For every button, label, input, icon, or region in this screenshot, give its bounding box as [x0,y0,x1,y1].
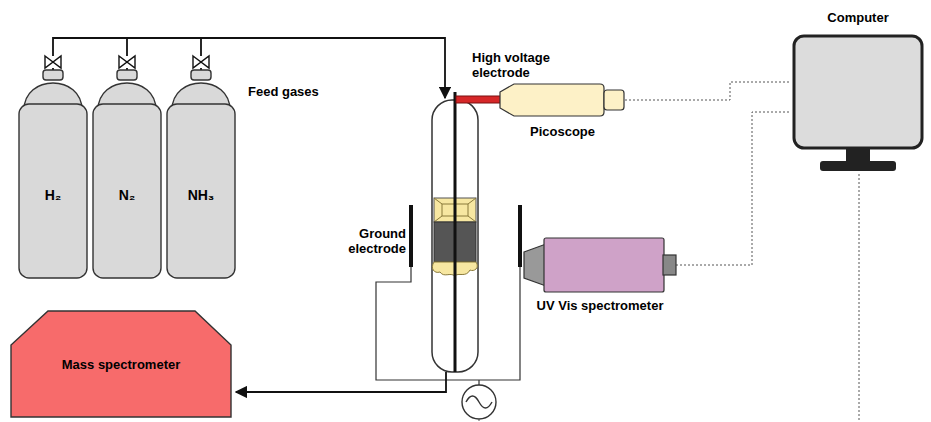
monitor-screen [794,36,922,148]
part-label: Ground electrode [338,226,406,256]
node-outline [92,70,162,280]
signal-line [859,174,860,422]
node-text: Picoscope [500,124,625,139]
valve-symbol [119,56,135,68]
signal-line [479,419,480,422]
spectrometer-probe [524,244,546,286]
valves [45,56,209,68]
gas-cylinder: NH₃ [166,70,236,280]
probe-cap [604,90,624,110]
group-label: Feed gases [248,84,338,99]
high-voltage-rod [456,96,502,103]
spectrometer-cap [663,255,676,275]
cylinder-neck [191,70,211,80]
probe-body [500,84,604,116]
cylinder-body [19,104,87,278]
node-text: Computer [790,10,926,25]
cylinder-body [167,104,235,278]
spectrometer-body [544,238,664,292]
node-text: UV Vis spectrometer [524,298,676,313]
valve-symbol [193,56,209,68]
node-outline [166,70,236,280]
ground-electrode-plate [518,205,522,267]
node-text: Mass spectrometer [10,357,232,372]
node-outline [790,10,926,172]
cylinder-neck [43,70,63,80]
node-text: H₂ [18,188,88,203]
gas-cylinder: H₂ [18,70,88,280]
cylinder-neck [117,70,137,80]
ground-electrode-plate [409,205,413,267]
instrument-outline [11,311,231,417]
oscilloscope-probe: Picoscope [500,82,625,142]
circuit-wire [376,267,520,385]
signal-connector [676,112,790,265]
gas-cylinder: N₂ [92,70,162,280]
node-text: N₂ [92,188,162,203]
node-text: NH₃ [166,188,236,203]
gas-feed-line [126,38,128,56]
gas-feed-line [200,38,202,56]
cylinder-body [93,104,161,278]
computer-monitor: Computer [790,10,926,172]
product-line [236,372,446,392]
sine-symbol [466,396,492,408]
inner-electrode-rod [454,92,457,372]
signal-connector [625,82,790,100]
monitor-base [820,161,896,171]
valve-symbol [45,56,61,68]
part-label: High voltage electrode [472,50,558,80]
node-outline [18,70,88,280]
monitor-stand [846,149,870,162]
spectrometer-box: UV Vis spectrometer [524,238,676,318]
mass-spectrometer-box: Mass spectrometer [10,310,232,418]
ac-source [462,385,496,419]
